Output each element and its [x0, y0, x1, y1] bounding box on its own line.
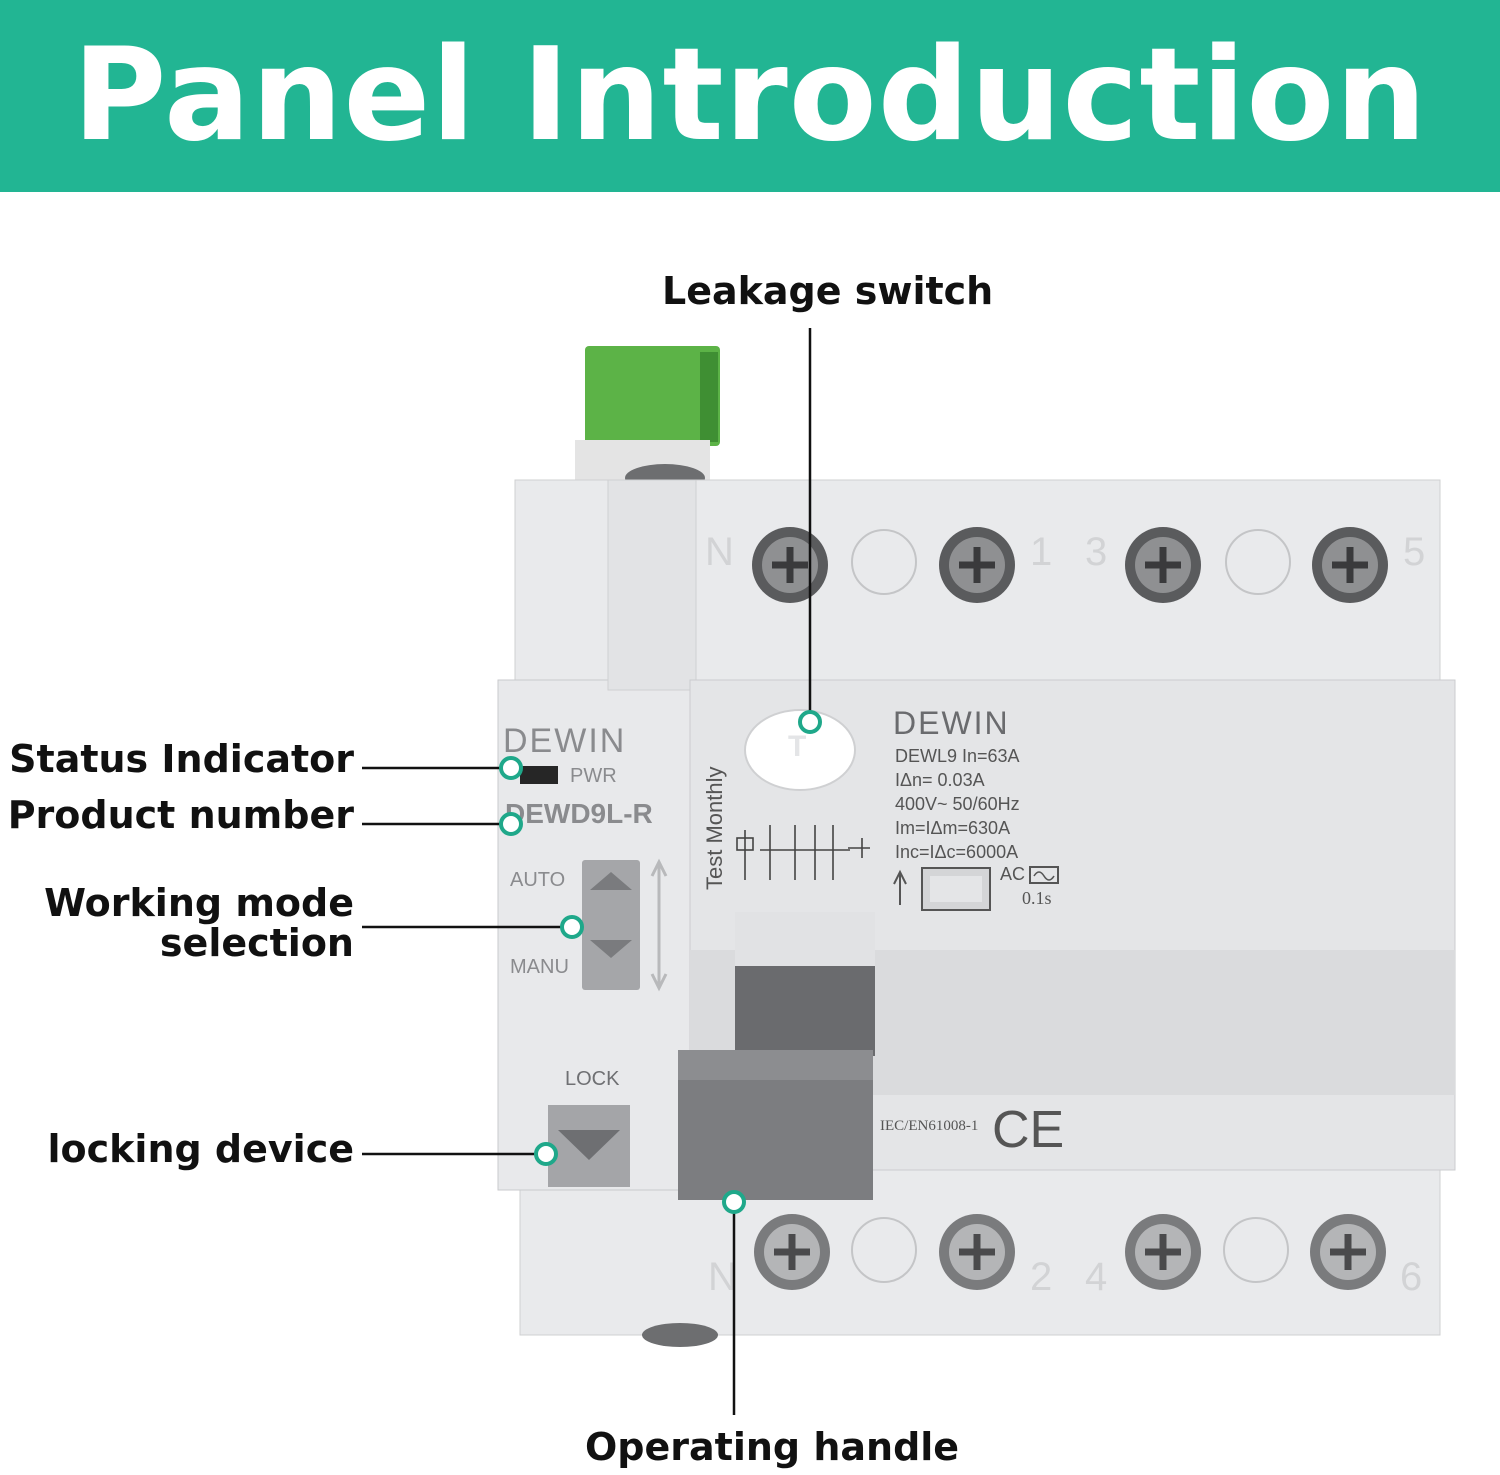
working-mode-line: Working mode [44, 881, 354, 925]
locking-device-dot [534, 1142, 558, 1166]
leakage-switch-label: Leakage switch [662, 269, 994, 313]
terminal-label-bottom: 4 [1085, 1255, 1108, 1299]
working-mode-dot [560, 915, 584, 939]
terminal-label-bottom: N [708, 1255, 737, 1299]
green-connector [585, 346, 720, 446]
terminal-label-bottom: 6 [1400, 1255, 1423, 1299]
working-mode-line: selection [159, 920, 354, 965]
brand-left: DEWIN [503, 722, 627, 760]
wiring-schematic [736, 825, 870, 880]
spec-line: DEWL9 In=63A [895, 746, 1020, 766]
test-button-label: T [788, 730, 807, 763]
mode-switch[interactable] [582, 860, 640, 990]
product-number-dot [499, 812, 523, 836]
lock-label: LOCK [565, 1068, 620, 1090]
terminal-label-top: 5 [1403, 530, 1426, 574]
spec-line: Inc=IΔc=6000A [895, 842, 1019, 862]
ac-label: AC [1000, 864, 1026, 884]
spec-line: IΔn= 0.03A [895, 770, 985, 790]
operating-handle-label: Operating handle [585, 1425, 960, 1469]
ce-mark: CE [992, 1101, 1065, 1159]
working-mode-label: Working mode selection [44, 881, 354, 965]
standard-label: IEC/EN61008-1 [880, 1118, 979, 1134]
terminal-label-top: 3 [1085, 530, 1108, 574]
brand-right: DEWIN [893, 705, 1010, 741]
top-screws [752, 527, 1388, 603]
terminal-label-top: N [705, 530, 734, 574]
terminal-label-top: 1 [1030, 530, 1053, 574]
title-banner: Panel Introduction [0, 0, 1500, 192]
terminal-label-bottom: 2 [1030, 1255, 1053, 1299]
status-indicator-dot [499, 756, 523, 780]
page-title: Panel Introduction [72, 21, 1428, 170]
model-number: DEWD9L-R [505, 798, 653, 829]
trip-time: 0.1s [1022, 888, 1052, 908]
status-indicator-label: Status Indicator [9, 737, 354, 781]
leakage-switch-dot [798, 710, 822, 734]
manu-label: MANU [510, 956, 569, 978]
operating-handle-dot [722, 1190, 746, 1214]
pwr-label: PWR [570, 765, 617, 787]
locking-device-label: locking device [47, 1127, 354, 1171]
product-number-label: Product number [7, 793, 354, 837]
auto-label: AUTO [510, 869, 566, 891]
spec-block: DEWL9 In=63A IΔn= 0.03A 400V~ 50/60Hz Im… [895, 744, 1020, 864]
spec-line: Im=IΔm=630A [895, 818, 1011, 838]
status-led [520, 766, 558, 784]
test-button[interactable] [744, 709, 856, 791]
spec-line: 400V~ 50/60Hz [895, 794, 1020, 814]
bottom-screws [754, 1214, 1386, 1290]
